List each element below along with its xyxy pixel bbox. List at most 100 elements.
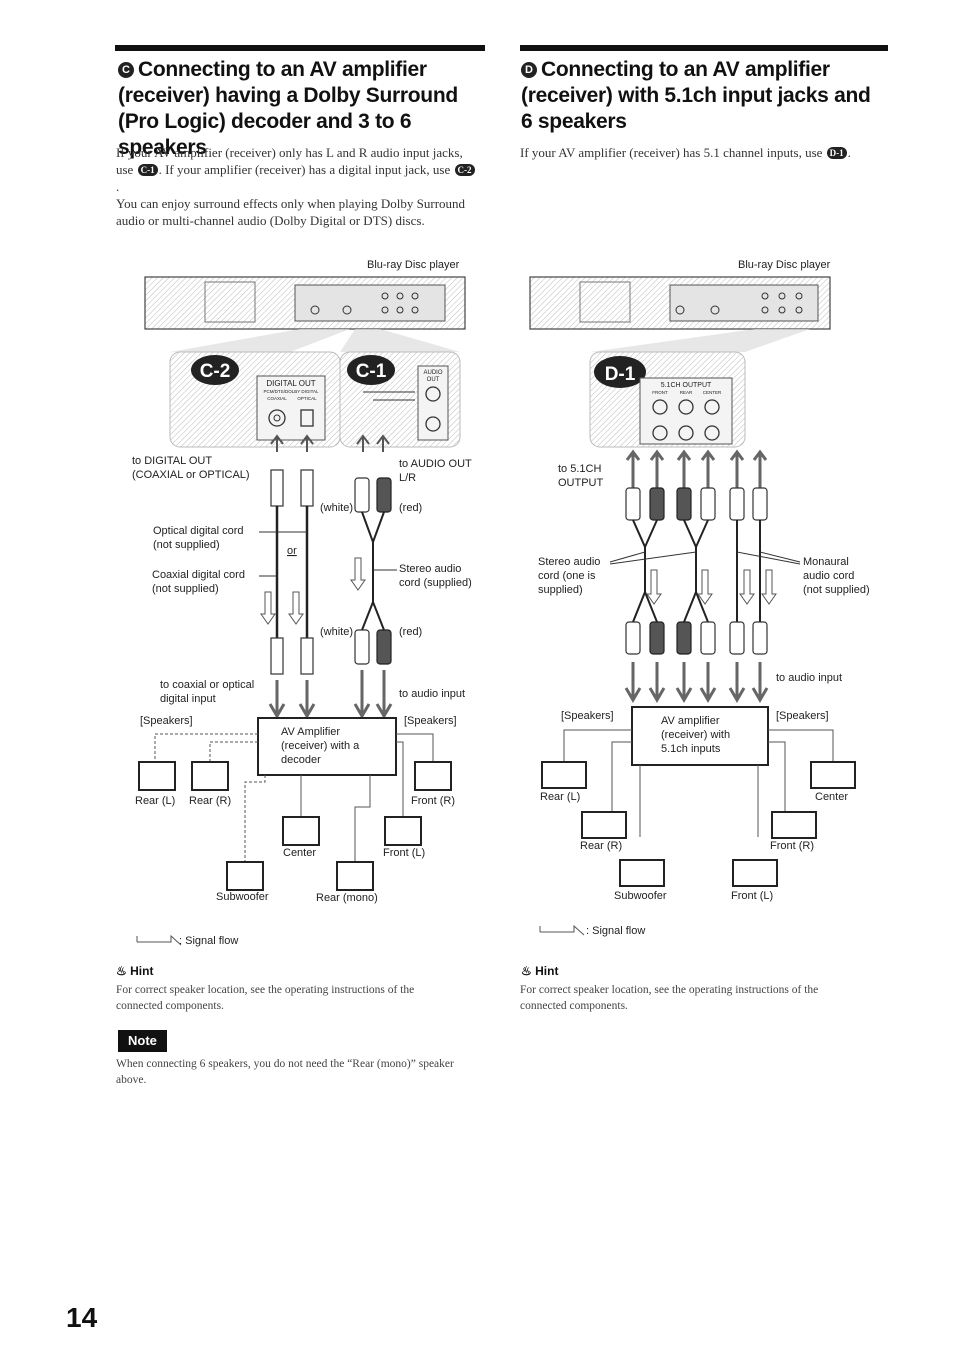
player-label: Blu-ray Disc player: [367, 259, 460, 271]
hollow-arrow-down: [646, 569, 662, 605]
coaxial-plug-top: [270, 469, 284, 507]
51ch-output-panel: [639, 377, 733, 445]
c2-callout: [191, 355, 239, 385]
amp-line-2: (receiver) with: [661, 729, 730, 741]
51ch-jack: [704, 425, 720, 441]
section-d-badge: D: [521, 62, 537, 78]
left-hint-text: For correct speaker location, see the op…: [116, 984, 415, 1012]
signal-arrow-down: [375, 670, 393, 719]
mono-cord-label-2: audio cord: [803, 570, 854, 582]
speaker-wire-sub: [244, 775, 266, 862]
signal-arrow-up: [625, 449, 641, 488]
left-hint-title: ♨ Hint: [116, 964, 153, 978]
signal-arrow-up: [676, 449, 692, 488]
signal-arrow-down: [728, 662, 746, 703]
badge-c2: C-2: [454, 164, 475, 176]
speaker-front-l: [732, 859, 778, 887]
right-hint-label: Hint: [535, 964, 559, 978]
signal-flow-label: : Signal flow: [586, 925, 645, 937]
right-intro: If your AV amplifier (receiver) has 5.1 …: [520, 144, 882, 161]
player-label: Blu-ray Disc player: [738, 259, 831, 271]
hollow-arrow-down: [761, 569, 777, 605]
note-badge: Note: [118, 1030, 167, 1052]
signal-arrow-down: [751, 662, 769, 703]
player-jack: [396, 292, 404, 300]
mono-cord-label-3: (not supplied): [803, 584, 870, 596]
hint-bulb-icon: ♨: [521, 964, 532, 978]
left-hint-label: Hint: [130, 964, 154, 978]
panel-front: FRONT: [652, 390, 668, 395]
51ch-jack: [652, 425, 668, 441]
left-connection-diagram: Blu-ray Disc player C-2 DIGITAL OUT PCM/…: [132, 259, 472, 947]
coaxial-jack: [268, 409, 286, 427]
output-label: OUTPUT: [558, 477, 604, 489]
panel-rear: REAR: [680, 390, 693, 395]
speaker-front-r: [414, 761, 452, 791]
player-jack: [342, 305, 352, 315]
red-label-2: (red): [399, 626, 422, 638]
rca-plug-bottom: [729, 621, 745, 655]
to-digital-out: to DIGITAL OUT: [132, 455, 212, 467]
speaker-subwoofer: [619, 859, 665, 887]
to-coax-input-2: digital input: [160, 693, 216, 705]
speaker-wire-rear-r: [611, 741, 632, 812]
51ch-jack: [678, 425, 694, 441]
panel-center: CENTER: [703, 390, 722, 395]
speaker-subwoofer: [226, 861, 264, 891]
player-jack-block: [294, 284, 446, 322]
optical-plug-top: [300, 469, 314, 507]
mono-cord-label: Monaural: [803, 556, 849, 568]
left-section-rule: [115, 45, 485, 51]
speaker-rear-l: [541, 761, 587, 789]
left-section-title: Connecting to an AV amplifier (receiver)…: [118, 58, 458, 159]
rear-r-label: Rear (R): [189, 795, 231, 807]
coaxial-plug-bottom: [270, 637, 284, 675]
center-label: Center: [283, 847, 316, 859]
c1-panel-leader: [363, 391, 415, 401]
rear-l-label: Rear (L): [540, 791, 580, 803]
speakers-right-label: [Speakers]: [776, 710, 829, 722]
51ch-jack: [678, 399, 694, 415]
rear-mono-label: Rear (mono): [316, 892, 378, 904]
signal-arrow-down: [624, 662, 642, 703]
signal-arrow-up: [700, 449, 716, 488]
left-intro-text-3: .: [116, 179, 120, 194]
subwoofer-label: Subwoofer: [216, 891, 269, 903]
audio-out-panel: [417, 365, 449, 441]
audio-out-label: AUDIO: [423, 370, 442, 376]
speaker-center: [810, 761, 856, 789]
speaker-rear-l: [138, 761, 176, 791]
coaxial-cord-ns: (not supplied): [152, 583, 219, 595]
player-jack-block: [669, 284, 819, 322]
d1-callout: [594, 356, 646, 388]
rca-plug-top: [676, 487, 692, 521]
signal-arrow-up: [270, 434, 284, 452]
player-jack: [778, 292, 786, 300]
player-fan: [579, 281, 631, 323]
zoom-wedge: [170, 329, 350, 352]
signal-arrow-down: [298, 680, 316, 719]
player-jack: [795, 306, 803, 314]
speaker-center: [282, 816, 320, 846]
speaker-wire-rear-mono: [354, 775, 371, 862]
signal-arrow-down: [648, 662, 666, 703]
red-label-1: (red): [399, 502, 422, 514]
av-amplifier-box: [631, 706, 769, 766]
rca-plug-red-top: [376, 477, 392, 513]
rca-plug-bottom: [752, 621, 768, 655]
left-intro-text-2: . If your amplifier (receiver) has a dig…: [158, 162, 451, 177]
rear-l-label: Rear (L): [135, 795, 175, 807]
right-intro-end: .: [847, 145, 851, 160]
signal-flow-icon: [136, 934, 182, 946]
digital-out-panel: [256, 375, 326, 441]
d1-callout-label: D-1: [605, 364, 636, 385]
to-coax-input: to coaxial or optical: [160, 679, 254, 691]
hollow-arrow-down: [260, 591, 276, 625]
player-fan: [204, 281, 256, 323]
signal-arrow-up: [356, 434, 370, 452]
right-intro-text: If your AV amplifier (receiver) has 5.1 …: [520, 145, 823, 160]
hollow-arrow-down: [697, 569, 713, 605]
51ch-jack: [652, 399, 668, 415]
